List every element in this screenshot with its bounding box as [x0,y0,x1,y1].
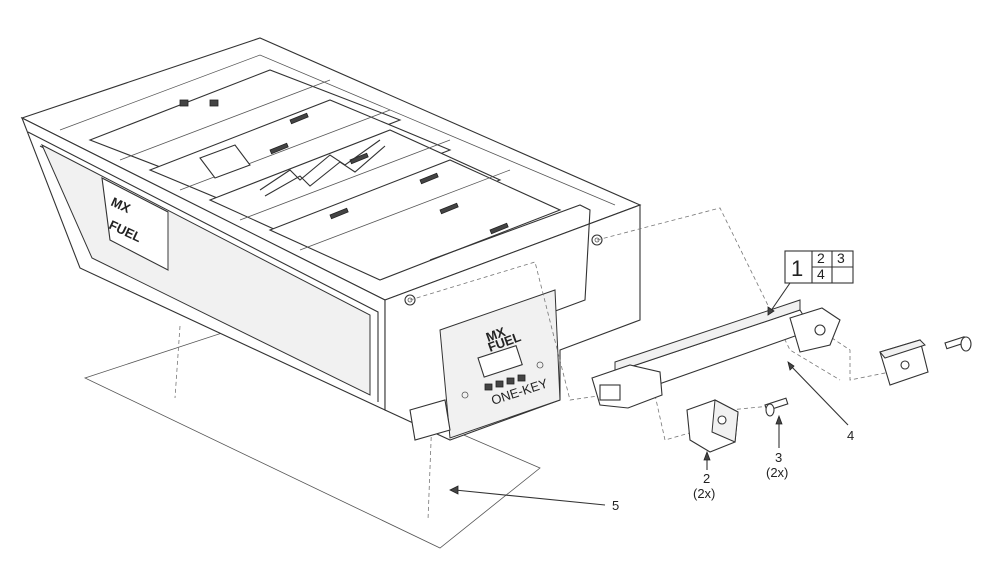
rail-bar [591,299,841,409]
alignment-lines [409,207,901,441]
callout-5: 5 [449,485,619,513]
callout-2-number: 2 [703,471,710,486]
ref-main: 1 [791,256,803,281]
callout-5-number: 5 [612,498,619,513]
screw [764,397,789,417]
reference-table: 1 2 3 4 [767,250,854,316]
clip-bracket [879,339,929,386]
callout-2: 2 (2x) [693,450,715,501]
nut-block [686,399,739,453]
top-emblem [199,139,386,197]
callout-3-number: 3 [775,450,782,465]
battery-pack: MX FUEL MX FUEL ONE-KEY [20,37,642,441]
clip-screw [944,336,972,352]
top-slots [179,99,509,235]
callout-3: 3 (2x) [766,414,788,480]
callout-4: 4 [787,361,854,443]
ref-cell-2: 3 [837,250,845,266]
ref-cell-1: 2 [817,250,825,266]
front-logo-mx: MX [484,324,508,345]
callout-2-qty: (2x) [693,486,715,501]
callout-3-qty: (2x) [766,465,788,480]
ref-cell-3: 4 [817,266,825,282]
callout-4-number: 4 [847,428,854,443]
